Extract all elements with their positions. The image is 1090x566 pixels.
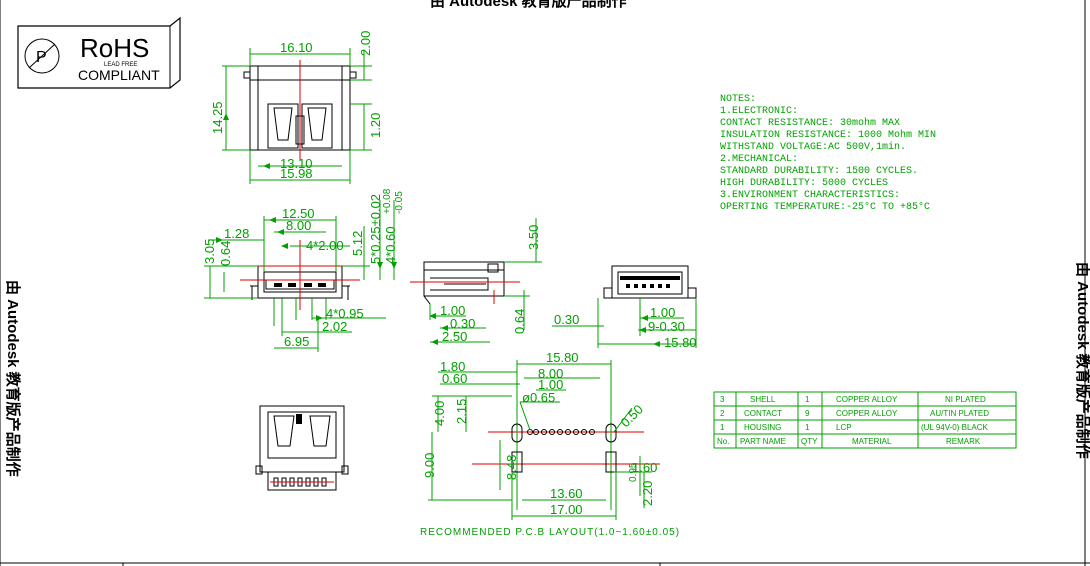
bom-cell: COPPER ALLOY (836, 395, 898, 404)
side-view: 3.50 1.00 0.30 2.50 0.64 (410, 218, 542, 345)
dim-pcb-065: ø0.65 (522, 390, 555, 405)
bom-header-cell: No. (717, 437, 729, 446)
note-line: OPERTING TEMPERATURE:-25°C TO +85°C (720, 201, 930, 213)
dim-pcb-215: 2.15 (454, 399, 469, 424)
bom-cell: 1 (805, 423, 810, 432)
dim-top-height-left: 14.25 (210, 101, 225, 134)
rohs-subtitle: LEAD FREE (104, 62, 137, 68)
note-line: STANDARD DURABILITY: 1500 CYCLES. (720, 166, 918, 177)
note-line: 2.MECHANICAL: (720, 154, 798, 165)
dim-top-height-inner: 1.20 (368, 113, 383, 138)
svg-text:P: P (36, 49, 47, 66)
bom-cell: LCP (836, 423, 852, 432)
lead-free-icon (24, 38, 60, 74)
note-line: 3.ENVIRONMENT CHARACTERISTICS: (720, 190, 900, 201)
dim-front-d12: 6.95 (284, 334, 309, 349)
dim-rear-d0: 0.30 (554, 312, 579, 327)
dim-front-d10: 4*0.95 (326, 306, 364, 321)
dim-top-width: 16.10 (280, 40, 313, 55)
pcb-caption: RECOMMENDED P.C.B LAYOUT(1.0~1.60±0.05) (420, 527, 680, 538)
note-line: NOTES: (720, 94, 756, 105)
rohs-badge: P RoHS LEAD FREE COMPLIANT (17, 16, 181, 89)
bom-cell: 1 (805, 395, 810, 404)
dim-front-d11: 2.02 (322, 319, 347, 334)
dim-pcb-095: 0.95 (628, 462, 639, 482)
dim-rear-d2: 9-0.30 (648, 319, 685, 334)
note-line: WITHSTAND VOLTAGE:AC 500V,1min. (720, 141, 906, 153)
top-view: 16.10 2.00 14.25 1.20 13.10 15.98 (210, 31, 383, 184)
bom-cell: 9 (805, 409, 810, 418)
rear-view: 0.30 1.00 9-0.30 15.80 (552, 265, 697, 350)
dim-top-height-right: 2.00 (358, 31, 373, 56)
bom-cell: AU/TIN PLATED (930, 409, 989, 418)
bom-cell: (UL 94V-0) BLACK (921, 423, 989, 432)
pcb-layout: 15.80 1.80 0.60 8.00 2.15 1.00 ø0.65 4.0… (420, 350, 680, 538)
dim-side-d2: 0.30 (450, 316, 475, 331)
dim-front-d4: 4*2.00 (306, 238, 344, 253)
dim-front-d2: 8.00 (286, 218, 311, 233)
rohs-compliant: COMPLIANT (78, 67, 160, 83)
dim-pcb-180: 1.80 (440, 359, 465, 374)
dim-side-height: 3.50 (526, 225, 541, 250)
dim-pcb-1700: 17.00 (550, 502, 583, 517)
watermark-top: 由 Autodesk 教育版产品制作 (430, 0, 627, 10)
dim-pcb-900: 9.00 (422, 453, 437, 478)
dim-side-d3: 2.50 (442, 329, 467, 344)
dim-front-d9-plus: +0.08 (382, 188, 393, 214)
bom-cell: SHELL (750, 395, 776, 404)
dim-front-d6: 0.64 (218, 241, 233, 266)
dim-rear-d1: 1.00 (650, 305, 675, 320)
bottom-view (255, 405, 349, 491)
dim-top-outer-width: 15.98 (280, 166, 313, 181)
bom-header-cell: MATERIAL (852, 437, 892, 446)
dim-front-d3: 1.28 (224, 226, 249, 241)
dim-front-d1: 12.50 (282, 206, 315, 221)
dim-side-d4: 0.64 (512, 309, 527, 334)
bom-cell: NI PLATED (945, 395, 986, 404)
bom-header-cell: REMARK (946, 437, 981, 446)
dim-front-d9: 4*0.60 (383, 226, 398, 264)
dim-pcb-160: 1.60 (632, 460, 657, 475)
dim-pcb-width-top: 15.80 (546, 350, 579, 365)
rohs-title: RoHS (80, 33, 149, 63)
bom-cell: HOUSING (744, 423, 781, 432)
dim-front-d8: 5*0.25±0.02 (368, 194, 383, 264)
dim-front-d5: 3.05 (202, 239, 217, 264)
dim-pcb-220: 2.20 (640, 481, 655, 506)
bom-cell: 1 (720, 423, 725, 432)
front-view: 12.50 8.00 1.28 4*2.00 3.05 0.64 5.12 5*… (202, 188, 405, 352)
note-line: INSULATION RESISTANCE: 1000 Mohm MIN (720, 129, 936, 141)
dim-pcb-100: 1.00 (538, 377, 563, 392)
dim-rear-d3: 15.80 (664, 335, 697, 350)
bom-header-cell: QTY (801, 437, 818, 446)
bom-table: 3 SHELL 1 COPPER ALLOY NI PLATED 2 CONTA… (713, 391, 1017, 449)
note-line: HIGH DURABILITY: 5000 CYCLES (720, 178, 888, 189)
dim-pcb-060: 0.60 (442, 371, 467, 386)
dim-pcb-400: 4.00 (432, 401, 447, 426)
dim-side-d1: 1.00 (440, 303, 465, 318)
dim-front-d7: 5.12 (350, 231, 365, 256)
bom-header-cell: PART NAME (740, 437, 786, 446)
note-line: 1.ELECTRONIC: (720, 106, 798, 117)
dim-pcb-1360: 13.60 (550, 486, 583, 501)
dim-front-d9-minus: -0.05 (394, 191, 405, 214)
dim-pcb-050: 0.50 (618, 402, 647, 431)
bom-cell: 2 (720, 409, 725, 418)
watermark-right: 由 Autodesk 教育版产品制作 (1074, 262, 1090, 459)
watermark-left: 由 Autodesk 教育版产品制作 (4, 280, 22, 477)
bom-cell: CONTACT (744, 409, 782, 418)
dim-pcb-848: 8.48 (504, 455, 519, 480)
notes-block: NOTES: 1.ELECTRONIC: CONTACT RESISTANCE:… (720, 94, 936, 213)
note-line: CONTACT RESISTANCE: 30mohm MAX (720, 117, 900, 129)
bom-cell: 3 (720, 395, 725, 404)
dim-pcb-800: 8.00 (538, 366, 563, 381)
bom-cell: COPPER ALLOY (836, 409, 898, 418)
dim-top-inner-width: 13.10 (280, 156, 313, 171)
